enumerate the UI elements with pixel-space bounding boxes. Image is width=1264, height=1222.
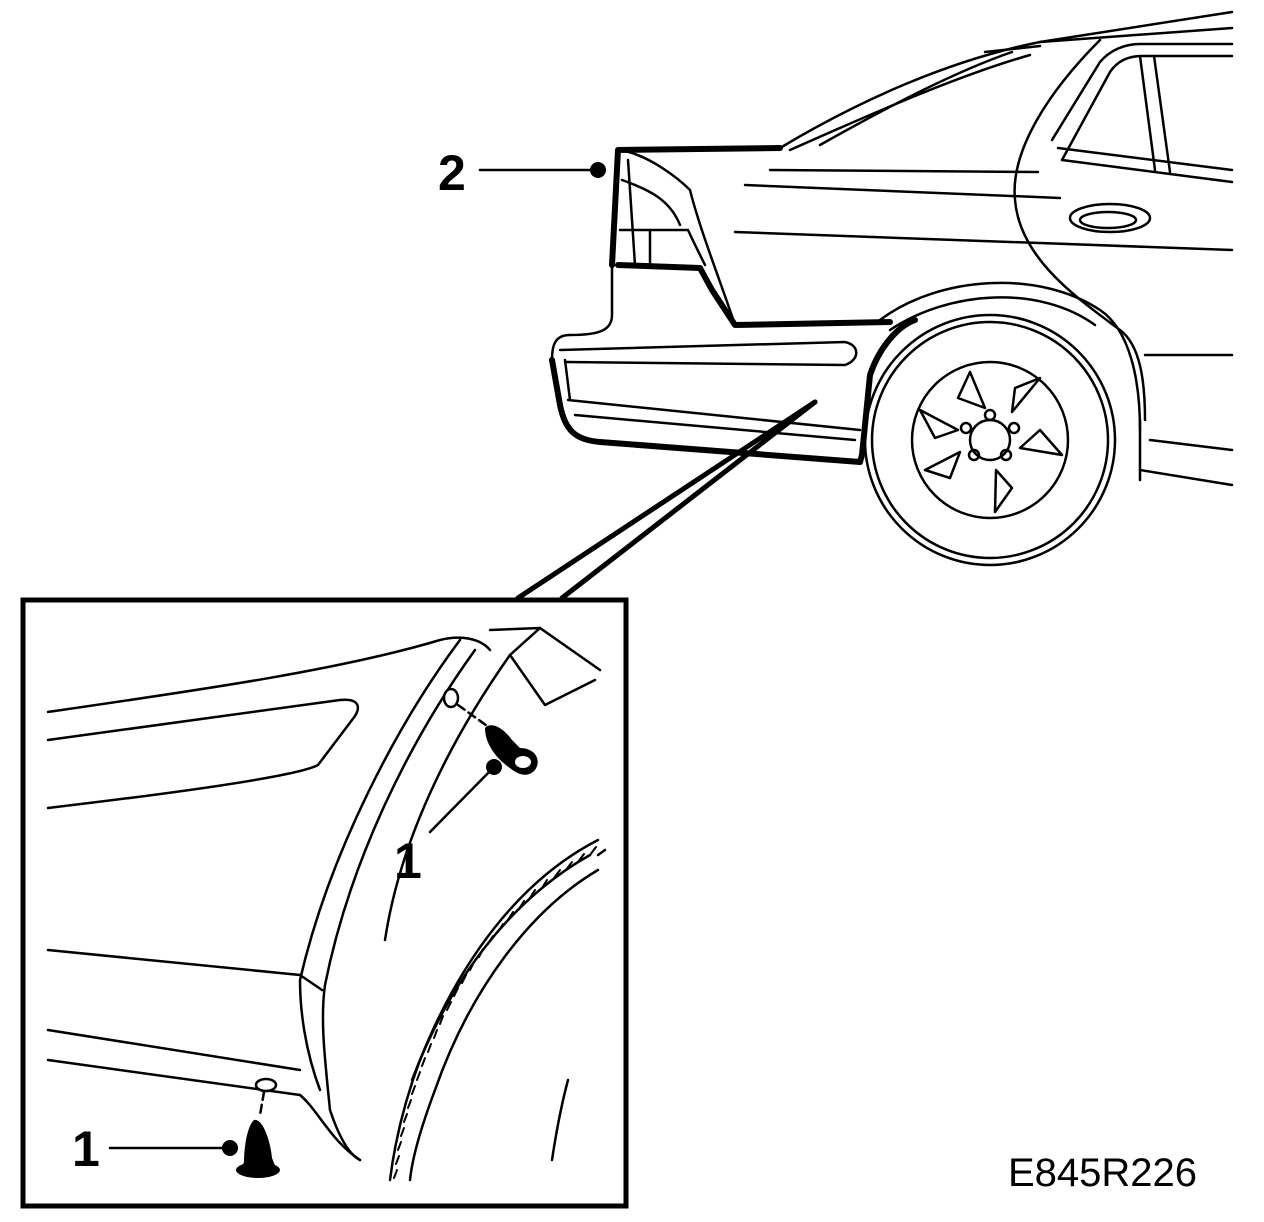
callout-2-leader xyxy=(478,162,606,178)
push-clip-fastener-upper xyxy=(428,687,538,834)
push-clip-fastener-lower xyxy=(108,1077,280,1178)
serrated-edge xyxy=(393,846,597,1179)
trim-strip-outline xyxy=(609,145,783,268)
detail-inset xyxy=(20,597,629,1209)
car-rear-quarter-illustration xyxy=(549,10,1234,567)
callout-label-fastener-upper: 1 xyxy=(394,833,422,889)
callout-label-trim-strip: 2 xyxy=(438,145,466,201)
callout-label-fastener-lower: 1 xyxy=(72,1121,100,1177)
figure-code: E845R226 xyxy=(1008,1151,1197,1195)
zoom-callout-lines xyxy=(515,399,818,601)
